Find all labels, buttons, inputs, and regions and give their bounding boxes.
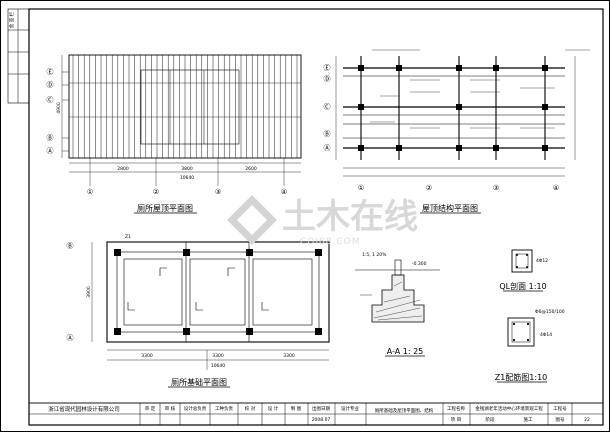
struct-axis-4: ④ — [553, 184, 559, 192]
title-role-7: 制 图 — [291, 405, 302, 412]
watermark-main: 土木在线 — [282, 197, 418, 237]
roof-axis-c: Ⓒ — [47, 96, 54, 104]
z1-detail: Φ6@150/100 4Φ14 Z1配筋图1:10 — [495, 309, 565, 383]
foundation-axis-b: Ⓑ — [67, 242, 74, 250]
foundation-dim-total: 10640 — [211, 363, 225, 369]
title-sheet-no-label: 图号 — [556, 417, 565, 423]
z1-rebar: 4Φ14 — [540, 332, 552, 338]
title-drawing-name: 厕所基础及屋顶平面图、结构 — [375, 407, 434, 414]
roof-axis-a: Ⓐ — [47, 147, 54, 155]
roof-dim-left: 4900 — [56, 102, 62, 114]
foundation-dim-2: 3300 — [212, 353, 224, 359]
left-signature-strip: 会 签 栏 — [7, 8, 30, 104]
title-role-4: 工种负责 — [215, 405, 233, 412]
struct-axis-d: Ⓓ — [324, 75, 331, 83]
left-strip-label: 会 签 栏 — [8, 11, 15, 28]
section-elev: -0.300 — [412, 261, 427, 267]
title-date-label: 出图日期 — [312, 405, 330, 412]
title-role-5: 校 对 — [245, 405, 256, 412]
foundation-title: 厕所基础平面图 — [171, 377, 227, 387]
ql-rebar: 4Φ12 — [536, 258, 548, 264]
struct-axis-3: ③ — [493, 184, 499, 192]
title-role-2: 审 核 — [165, 405, 176, 412]
struct-axis-2: ② — [426, 184, 432, 192]
z1-stirrup: Φ6@150/100 — [535, 309, 565, 315]
roof-plan: 2800 3800 2600 10640 4900 ① ② ③ ④ Ⓔ Ⓓ Ⓒ … — [47, 54, 302, 214]
roof-dim-1: 2800 — [117, 166, 129, 172]
title-project-name: 金钱湖老年活动中心环境景观工程 — [475, 405, 543, 412]
roof-axis-1: ① — [87, 188, 93, 196]
struct-axis-1: ① — [358, 184, 364, 192]
roof-plan-title: 厕所屋顶平面图 — [137, 203, 193, 213]
struct-axis-c: Ⓒ — [324, 103, 331, 111]
foundation-axis-a: Ⓐ — [67, 334, 74, 342]
roof-axis-4: ④ — [281, 188, 287, 196]
title-company: 浙江省现代园林设计有限公司 — [48, 405, 120, 413]
title-role-6: 设 计 — [268, 405, 279, 412]
roof-dim-2: 3800 — [181, 166, 193, 172]
watermark-sub: COI88.COM — [300, 237, 360, 247]
watermark: 土木在线 COI88.COM — [227, 195, 418, 247]
foundation-dim-left: 3900 — [86, 286, 92, 298]
title-date-value: 2008.07 — [312, 417, 331, 423]
z1-tag: Z1 — [125, 234, 131, 240]
title-phase-label: 阶段 — [486, 416, 495, 423]
title-item-label: 项 目 — [451, 417, 461, 423]
roof-structure-plan: ① ② ③ ④ Ⓔ Ⓓ Ⓒ Ⓑ Ⓐ 屋顶结构平面图 — [324, 49, 590, 214]
struct-axis-b: Ⓑ — [324, 130, 331, 138]
ql-section-title: QL剖面 1:10 — [499, 281, 546, 291]
title-phase-value: 施工 — [524, 416, 533, 423]
title-specialty-label: 设计专业 — [341, 405, 359, 412]
title-project-no-label: 工程号 — [553, 405, 567, 412]
title-role-3: 设计总负责 — [184, 405, 207, 412]
roof-axis-e: Ⓔ — [47, 68, 54, 76]
foundation-plan: 3300 3300 3300 3900 10640 Z1 Ⓑ Ⓐ 厕所基础平面图 — [67, 234, 330, 388]
section-note: 1:5, 1 20% — [362, 252, 387, 258]
title-block: 浙江省现代园林设计有限公司 审 定 审 核 设计总负责 工种负责 校 对 设 计… — [28, 402, 604, 426]
roof-dim-total: 10640 — [180, 175, 194, 181]
title-role-1: 审 定 — [145, 405, 156, 412]
roof-structure-title: 屋顶结构平面图 — [422, 203, 478, 213]
foundation-dim-3: 3300 — [283, 353, 295, 359]
section-aa: 1:5, 1 20% -0.300 A-A 1: 25 — [355, 252, 440, 357]
struct-axis-e: Ⓔ — [324, 64, 331, 72]
roof-axis-2: ② — [153, 188, 159, 196]
title-project-label: 工程名称 — [447, 405, 465, 412]
z1-detail-title: Z1配筋图1:10 — [495, 372, 548, 382]
roof-dim-3: 2600 — [245, 166, 257, 172]
roof-axis-3: ③ — [215, 188, 221, 196]
roof-axis-d: Ⓓ — [47, 81, 54, 89]
section-aa-title: A-A 1: 25 — [387, 347, 424, 356]
foundation-dim-1: 3300 — [141, 353, 153, 359]
title-sheet-no: 22 — [584, 417, 590, 423]
struct-axis-a: Ⓐ — [324, 144, 331, 152]
roof-axis-b: Ⓑ — [47, 134, 54, 142]
ql-section: 4Φ12 QL剖面 1:10 — [499, 249, 548, 292]
